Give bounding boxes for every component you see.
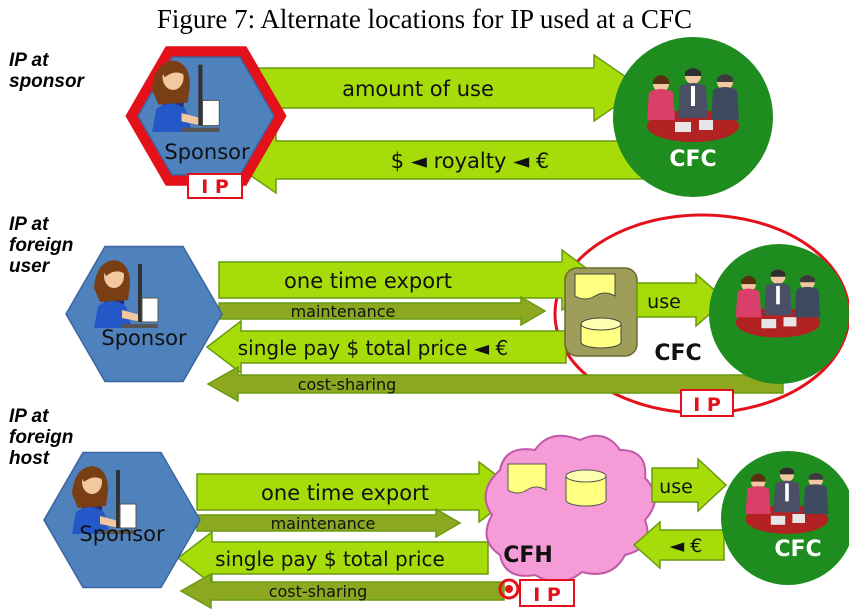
database-cylinder-icon	[580, 323, 622, 349]
cfc-label: CFC	[774, 537, 821, 562]
row-label-line: IP at	[9, 406, 49, 427]
row-label-line: foreign	[9, 427, 74, 448]
arrow-single-pay	[205, 319, 567, 375]
database-cylinder-top	[580, 317, 622, 331]
arrow-single-pay-label: single pay $ total price ◄ €	[238, 336, 508, 360]
database-cylinder-icon	[565, 475, 607, 507]
row-label-line: foreign	[9, 235, 74, 256]
ip-badge-foreign-user: I P	[693, 394, 721, 416]
arrow-one-time-export-label: one time export	[261, 481, 429, 505]
document-icon	[574, 273, 616, 300]
business-meeting-icon	[745, 467, 829, 534]
row-label-line: user	[9, 256, 50, 277]
ip-badge-sponsor: I P	[201, 176, 229, 198]
arrow-cost-sharing-label: cost-sharing	[269, 582, 368, 601]
document-icon	[507, 463, 547, 494]
figure-title: Figure 7: Alternate locations for IP use…	[156, 4, 693, 34]
ip-badge-foreign-host: I P	[533, 584, 561, 606]
row-label-line: IP at	[9, 50, 49, 71]
ip-marker-dot	[505, 585, 513, 593]
arrow-euro-label: ◄ €	[670, 535, 703, 557]
row-label-line: sponsor	[9, 71, 84, 92]
arrow-amount-of-use-label: amount of use	[342, 77, 494, 101]
sponsor-label: Sponsor	[164, 140, 250, 164]
arrow-single-pay-label: single pay $ total price	[215, 547, 445, 571]
cfc-label: CFC	[669, 147, 716, 172]
cfc-label: CFC	[654, 341, 701, 366]
arrow-cost-sharing	[179, 572, 505, 610]
arrow-use-label: use	[659, 476, 693, 498]
arrow-use	[651, 457, 728, 513]
arrow-maintenance-label: maintenance	[271, 514, 376, 533]
arrow-one-time-export-label: one time export	[284, 269, 452, 293]
cfh-label: CFH	[503, 543, 553, 568]
row-label-line: host	[9, 448, 50, 469]
arrow-cost-sharing-label: cost-sharing	[298, 375, 397, 394]
arrow-royalty-label: $ ◄ royalty ◄ €	[391, 149, 550, 173]
ip-badge-foreign-host-frame	[519, 579, 575, 607]
business-meeting-icon	[735, 269, 821, 338]
arrow-maintenance-label: maintenance	[291, 302, 396, 321]
ip-marker-ring	[498, 578, 520, 600]
sponsor-label: Sponsor	[101, 326, 187, 350]
ip-badge-foreign-user-frame	[680, 389, 734, 417]
arrow-maintenance	[196, 507, 462, 539]
arrow-maintenance	[218, 295, 547, 327]
database-cylinder-top	[565, 469, 607, 483]
arrow-euro	[632, 520, 725, 570]
arrow-royalty	[226, 125, 651, 195]
ip-badge-sponsor-frame	[187, 173, 243, 199]
arrow-use-label: use	[647, 291, 681, 313]
row-label-line: IP at	[9, 214, 49, 235]
sponsor-label: Sponsor	[79, 522, 165, 546]
business-meeting-icon	[647, 68, 739, 142]
arrow-single-pay	[176, 530, 489, 586]
